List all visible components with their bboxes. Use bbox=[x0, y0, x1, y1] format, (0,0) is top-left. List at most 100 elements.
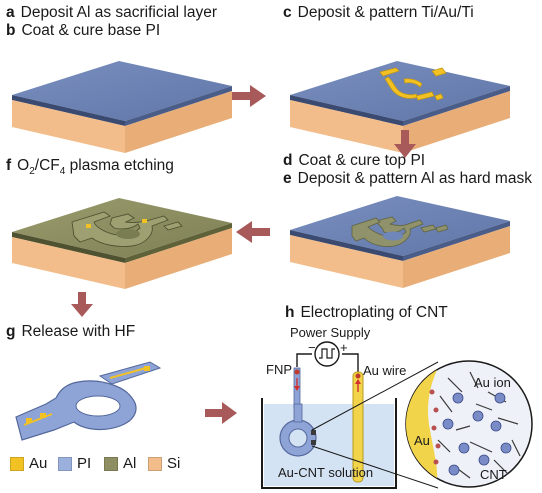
si-front-c bbox=[290, 100, 403, 153]
fnp-terminal bbox=[294, 369, 300, 375]
au-pad-g2 bbox=[40, 413, 46, 418]
solution-label: Au-CNT solution bbox=[278, 465, 374, 480]
probe-tip-1 bbox=[311, 430, 316, 435]
pi-edge-de bbox=[290, 230, 403, 261]
legend-swatch-au bbox=[10, 456, 24, 471]
pi-edge bbox=[12, 95, 125, 126]
pi-edge-right-de bbox=[403, 221, 510, 261]
step-h-text: Electroplating of CNT bbox=[300, 304, 448, 321]
step-a-letter: a bbox=[6, 4, 15, 21]
au-pad-g3 bbox=[144, 366, 150, 371]
step-b-text: Coat & cure base PI bbox=[21, 22, 161, 39]
step-f-sub1: 2 bbox=[29, 166, 35, 178]
si-side bbox=[125, 91, 232, 153]
wafer-ab bbox=[12, 61, 232, 153]
au-trace-1 bbox=[109, 367, 147, 379]
step-f-suffix: plasma etching bbox=[65, 157, 174, 174]
arrow-ab-to-c bbox=[232, 85, 266, 107]
legend-swatch-al bbox=[104, 456, 118, 471]
au-electrode-pattern bbox=[379, 67, 447, 101]
step-c-text: Deposit & pattern Ti/Au/Ti bbox=[297, 4, 474, 21]
process-arrows bbox=[71, 85, 416, 424]
pulse-icon bbox=[319, 348, 335, 359]
etched-opening bbox=[116, 229, 140, 239]
fnp-arrowhead bbox=[294, 386, 300, 391]
step-h-label: h Electroplating of CNT bbox=[285, 304, 448, 321]
au-arrowhead bbox=[355, 379, 361, 384]
pi-top-surface bbox=[12, 61, 232, 121]
si-side-de bbox=[403, 226, 510, 288]
legend-swatch-pi bbox=[58, 456, 72, 471]
arrow-g-to-h bbox=[205, 402, 237, 424]
legend-pi: PI bbox=[58, 455, 91, 472]
wafer-c bbox=[290, 61, 510, 153]
arrow-de-to-f bbox=[236, 221, 270, 243]
deposited-particles bbox=[429, 389, 441, 465]
mask-opening bbox=[383, 231, 403, 241]
au-wire-terminal bbox=[355, 373, 361, 379]
step-f-letter: f bbox=[6, 157, 12, 174]
probe-ring-hole bbox=[288, 428, 308, 448]
au-surface bbox=[406, 370, 438, 478]
step-c-letter: c bbox=[283, 4, 292, 21]
pi-edge-right-c bbox=[403, 86, 510, 126]
probe-stem bbox=[293, 403, 303, 423]
legend-label-pi: PI bbox=[77, 455, 92, 472]
si-front-de bbox=[290, 235, 403, 288]
si-front-f bbox=[12, 237, 125, 289]
si-side-f bbox=[125, 228, 232, 289]
au-label: Au bbox=[414, 433, 430, 448]
si-side-c bbox=[403, 91, 510, 153]
al-edge-right bbox=[125, 223, 232, 263]
pi-top-surface-c bbox=[290, 61, 510, 121]
step-g-letter: g bbox=[6, 323, 16, 340]
step-d-label: d Coat & cure top PI bbox=[283, 152, 425, 169]
step-a-text: Deposit Al as sacrificial layer bbox=[20, 4, 218, 21]
au-pad-2 bbox=[142, 219, 147, 223]
wafer-de bbox=[290, 196, 510, 288]
minus-sign: − bbox=[308, 340, 316, 355]
al-edge bbox=[12, 232, 125, 263]
au-wire-label: Au wire bbox=[363, 363, 407, 378]
step-f-mid: /CF bbox=[34, 157, 60, 174]
fnp-label: FNP bbox=[266, 362, 292, 377]
au-trace-2 bbox=[23, 413, 53, 426]
au-pad-g1 bbox=[26, 418, 32, 423]
legend-label-al: Al bbox=[123, 455, 137, 472]
legend-si: Si bbox=[148, 455, 180, 472]
etched-pi-pattern bbox=[71, 211, 183, 247]
arrow-c-to-de bbox=[394, 130, 416, 158]
au-ions bbox=[442, 392, 512, 476]
released-probe bbox=[15, 361, 162, 441]
wire-right bbox=[342, 353, 359, 372]
step-h-letter: h bbox=[285, 304, 295, 321]
zoom-line-1 bbox=[311, 361, 439, 431]
step-d-text: Coat & cure top PI bbox=[298, 152, 426, 169]
step-a-label: a Deposit Al as sacrificial layer bbox=[6, 4, 217, 21]
legend-label-au: Au bbox=[29, 455, 48, 472]
step-f-prefix: O bbox=[17, 157, 30, 174]
pi-edge-right bbox=[125, 86, 232, 126]
step-b-letter: b bbox=[6, 22, 16, 39]
probe-body bbox=[15, 380, 137, 441]
probe-tip-2 bbox=[311, 440, 316, 445]
si-front bbox=[12, 100, 125, 153]
au-ion-label: Au ion bbox=[474, 375, 511, 390]
cnt-label: CNT bbox=[480, 467, 507, 482]
au-wire-electrode bbox=[352, 371, 364, 483]
zoom-line-2 bbox=[311, 445, 439, 489]
legend-au: Au bbox=[10, 455, 47, 472]
power-supply-label: Power Supply bbox=[290, 325, 371, 340]
arrow-f-to-g bbox=[71, 292, 93, 317]
pi-edge-c bbox=[290, 95, 403, 126]
wafer-f bbox=[12, 198, 232, 289]
step-c-label: c Deposit & pattern Ti/Au/Ti bbox=[283, 4, 474, 21]
legend-swatch-si bbox=[148, 456, 162, 471]
au-pad-1 bbox=[86, 224, 91, 228]
electroplating-setup bbox=[261, 341, 533, 489]
legend-al: Al bbox=[104, 455, 136, 472]
step-d-letter: d bbox=[283, 152, 293, 169]
